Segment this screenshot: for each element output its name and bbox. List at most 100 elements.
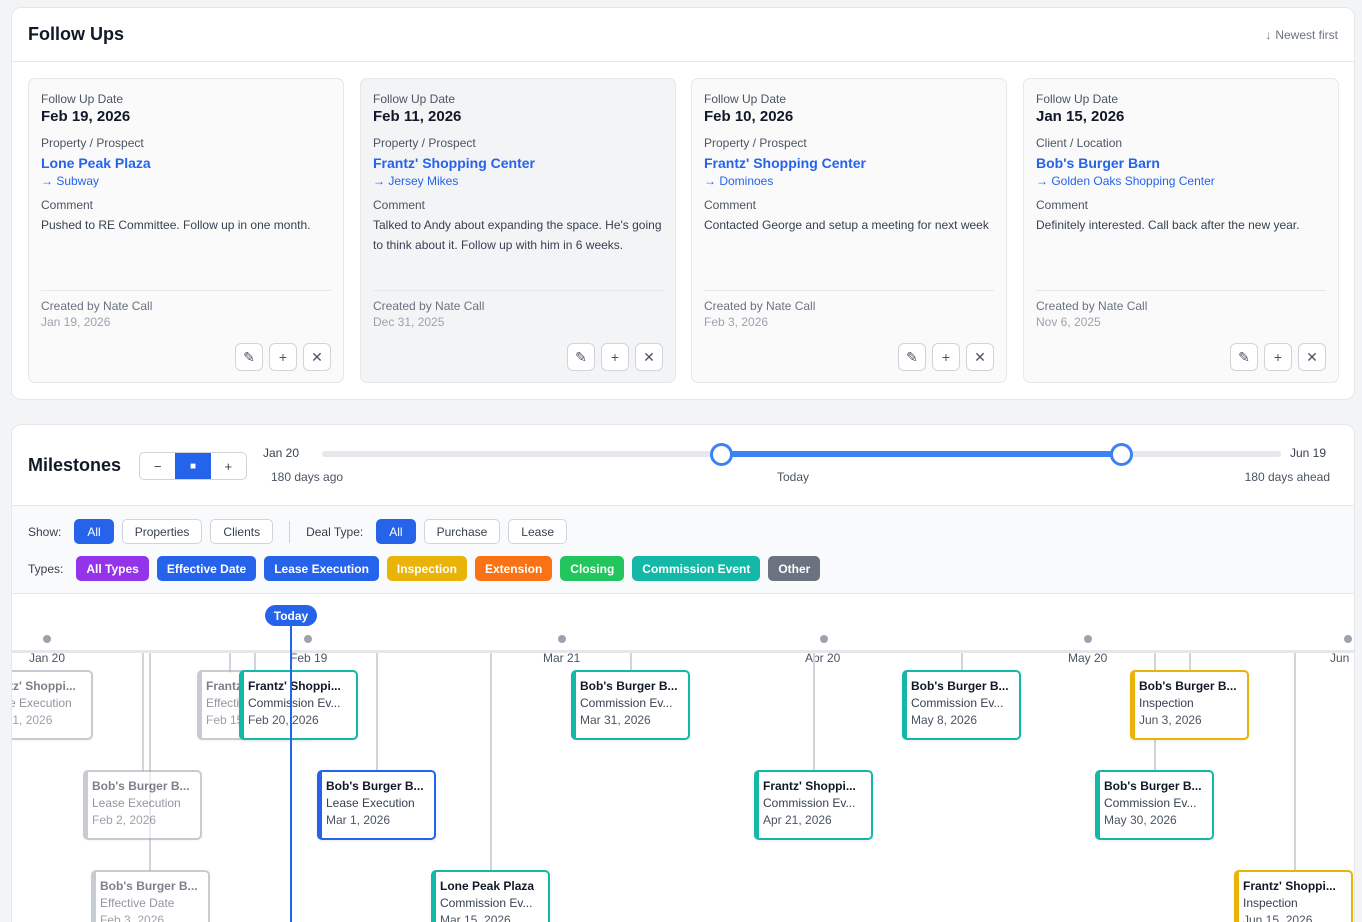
- follow-up-date: Feb 10, 2026: [704, 108, 794, 125]
- filter-divider: [289, 520, 291, 543]
- range-slider-start-handle[interactable]: [710, 443, 733, 466]
- type-closing-chip[interactable]: Closing: [560, 556, 625, 581]
- follow-up-card[interactable]: Follow Up Date Feb 10, 2026 Property / P…: [691, 78, 1007, 383]
- card-actions: ✎ + ✕: [898, 343, 994, 371]
- milestone-name: Frantz' Shoppi...: [12, 679, 76, 693]
- milestone-card[interactable]: Lone Peak Plaza Commission Ev... Mar 15,…: [431, 870, 550, 922]
- delete-button[interactable]: ✕: [635, 343, 663, 371]
- edit-button[interactable]: ✎: [1230, 343, 1258, 371]
- milestone-card[interactable]: Bob's Burger B... Inspection Jun 3, 2026: [1130, 670, 1249, 740]
- event-connector: [142, 653, 144, 771]
- add-button[interactable]: +: [601, 343, 629, 371]
- deal-purchase-chip[interactable]: Purchase: [423, 519, 501, 544]
- milestone-type: Inspection: [1243, 896, 1298, 910]
- milestone-card[interactable]: Frantz' Shoppi... Lease Execution Jan 21…: [12, 670, 93, 740]
- milestone-card[interactable]: Bob's Burger B... Commission Ev... Mar 3…: [571, 670, 690, 740]
- created-date: Nov 6, 2025: [1036, 315, 1101, 329]
- type-other-chip[interactable]: Other: [768, 556, 821, 581]
- delete-button[interactable]: ✕: [303, 343, 331, 371]
- creator-info: Created by Nate Call Feb 3, 2026: [704, 298, 815, 330]
- deal-lease-chip[interactable]: Lease: [508, 519, 567, 544]
- pencil-icon: ✎: [906, 348, 918, 365]
- plus-icon: +: [610, 349, 620, 365]
- pencil-icon: ✎: [243, 348, 255, 365]
- milestone-type: Commission Ev...: [911, 696, 1004, 710]
- card-divider: [704, 290, 994, 291]
- milestone-card[interactable]: Bob's Burger B... Commission Ev... May 8…: [902, 670, 1021, 740]
- type-extension-chip[interactable]: Extension: [474, 556, 553, 581]
- range-slider-fill: [722, 451, 1122, 457]
- type-lease-execution-chip[interactable]: Lease Execution: [264, 556, 379, 581]
- deal-type-label: Deal Type:: [306, 524, 364, 539]
- add-button[interactable]: +: [269, 343, 297, 371]
- sub-entity-link[interactable]: → Dominoes: [704, 174, 774, 188]
- edit-button[interactable]: ✎: [567, 343, 595, 371]
- milestone-card[interactable]: Frantz' Shoppi... Commission Ev... Feb 2…: [239, 670, 358, 740]
- milestone-card[interactable]: Bob's Burger B... Lease Execution Mar 1,…: [317, 770, 436, 840]
- type-all-chip[interactable]: All Types: [76, 556, 149, 581]
- show-clients-chip[interactable]: Clients: [210, 519, 274, 544]
- range-end-sublabel: 180 days ahead: [1244, 470, 1330, 484]
- milestone-card[interactable]: Bob's Burger B... Commission Ev... May 3…: [1095, 770, 1214, 840]
- milestone-type: Commission Ev...: [1104, 796, 1197, 810]
- close-icon: ✕: [311, 348, 323, 365]
- milestone-name: Bob's Burger B...: [911, 679, 1009, 693]
- zoom-out-button[interactable]: −: [153, 458, 162, 474]
- milestones-header: Milestones − ■ + Jan 20 Jun 19 180 days …: [12, 425, 1354, 506]
- created-by: Created by Nate Call: [373, 299, 485, 313]
- milestone-type: Commission Ev...: [763, 796, 856, 810]
- range-slider-end-handle[interactable]: [1110, 443, 1133, 466]
- zoom-in-button[interactable]: +: [224, 458, 233, 474]
- delete-button[interactable]: ✕: [966, 343, 994, 371]
- tick-label: Mar 21: [543, 651, 581, 665]
- comment-label: Comment: [1036, 198, 1089, 212]
- delete-button[interactable]: ✕: [1298, 343, 1326, 371]
- type-effective-date-chip[interactable]: Effective Date: [156, 556, 257, 581]
- show-all-chip[interactable]: All: [74, 519, 114, 544]
- comment-text: Definitely interested. Call back after t…: [1036, 218, 1300, 232]
- sub-entity-link[interactable]: → Subway: [41, 174, 100, 188]
- follow-up-card[interactable]: Follow Up Date Jan 15, 2026 Client / Loc…: [1023, 78, 1339, 383]
- created-by: Created by Nate Call: [1036, 299, 1148, 313]
- milestone-date: Feb 20, 2026: [248, 713, 319, 727]
- zoom-control: − ■ +: [139, 452, 247, 480]
- timeline: Jan 20 Feb 19 Mar 21 Apr 20 May 20 Jun F…: [12, 595, 1354, 922]
- milestones-panel: Milestones − ■ + Jan 20 Jun 19 180 days …: [11, 424, 1355, 922]
- add-button[interactable]: +: [932, 343, 960, 371]
- entity-link[interactable]: Frantz' Shopping Center: [704, 155, 866, 171]
- deal-all-chip[interactable]: All: [376, 519, 416, 544]
- milestone-date: Jun 3, 2026: [1139, 713, 1202, 727]
- follow-up-date-label: Follow Up Date: [373, 92, 456, 106]
- milestone-date: Jan 21, 2026: [12, 713, 53, 727]
- zoom-reset-button[interactable]: ■: [175, 453, 211, 479]
- add-button[interactable]: +: [1264, 343, 1292, 371]
- event-connector: [1189, 653, 1191, 673]
- milestone-card[interactable]: Frantz' Shoppi... Commission Ev... Apr 2…: [754, 770, 873, 840]
- edit-button[interactable]: ✎: [898, 343, 926, 371]
- entity-label: Property / Prospect: [704, 136, 807, 150]
- event-connector: [1294, 653, 1296, 871]
- milestone-card[interactable]: Bob's Burger B... Effective Date Feb 3, …: [91, 870, 210, 922]
- range-start-sublabel: 180 days ago: [271, 470, 344, 484]
- follow-up-card[interactable]: Follow Up Date Feb 19, 2026 Property / P…: [28, 78, 344, 383]
- timeline-axis: [12, 650, 1354, 653]
- card-actions: ✎ + ✕: [235, 343, 331, 371]
- milestone-card[interactable]: Bob's Burger B... Lease Execution Feb 2,…: [83, 770, 202, 840]
- sort-toggle[interactable]: ↓ Newest first: [1265, 28, 1338, 42]
- entity-link[interactable]: Frantz' Shopping Center: [373, 155, 535, 171]
- type-commission-event-chip[interactable]: Commission Event: [632, 556, 761, 581]
- milestone-type: Commission Ev...: [580, 696, 673, 710]
- sub-entity-link[interactable]: → Jersey Mikes: [373, 174, 459, 188]
- show-properties-chip[interactable]: Properties: [121, 519, 203, 544]
- comment-label: Comment: [373, 198, 426, 212]
- milestone-date: Mar 31, 2026: [580, 713, 651, 727]
- sub-entity-link[interactable]: → Golden Oaks Shopping Center: [1036, 174, 1215, 188]
- entity-link[interactable]: Lone Peak Plaza: [41, 155, 151, 171]
- edit-button[interactable]: ✎: [235, 343, 263, 371]
- follow-up-card[interactable]: Follow Up Date Feb 11, 2026 Property / P…: [360, 78, 676, 383]
- card-divider: [41, 290, 331, 291]
- milestone-card[interactable]: Frantz' Shoppi... Inspection Jun 15, 202…: [1234, 870, 1353, 922]
- type-inspection-chip[interactable]: Inspection: [386, 556, 467, 581]
- arrow-down-icon: ↓: [1265, 27, 1272, 42]
- entity-link[interactable]: Bob's Burger Barn: [1036, 155, 1160, 171]
